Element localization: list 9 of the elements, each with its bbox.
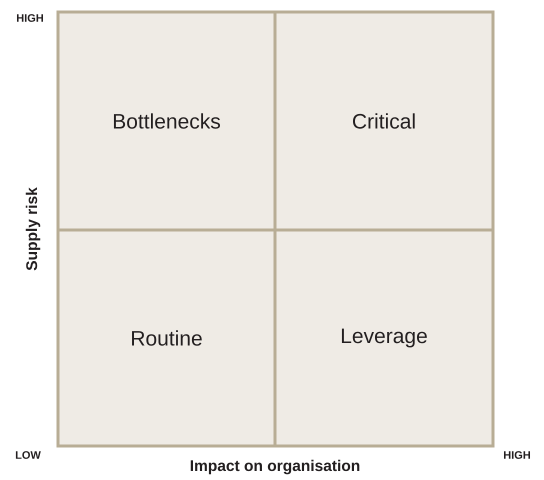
quadrant-box: Leverage xyxy=(274,228,494,448)
quadrant-box: Routine xyxy=(56,228,276,448)
quadrant-box: Critical xyxy=(274,10,494,232)
axis-title: Supply risk xyxy=(26,187,40,270)
quadrant-box: Bottlenecks xyxy=(56,10,276,232)
axis-tick-label: HIGH xyxy=(504,451,530,459)
axis-tick-label: HIGH xyxy=(16,14,43,22)
axis-title: Impact on organisation xyxy=(190,460,360,474)
axis-tick-label: LOW xyxy=(16,451,41,459)
